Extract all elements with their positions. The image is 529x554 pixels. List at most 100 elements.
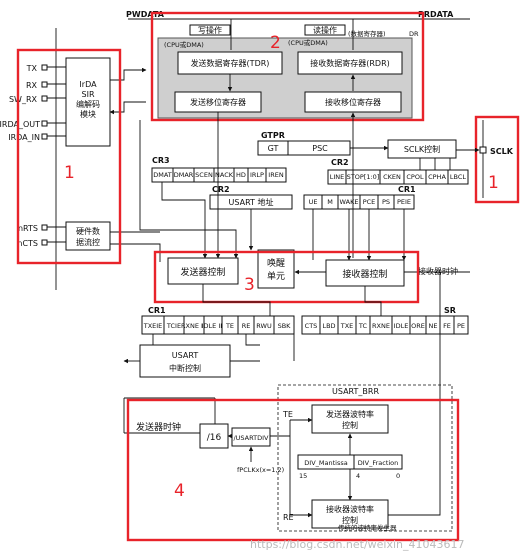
cr2-field: LINE [330, 173, 345, 181]
cr2-register: LINE STOP[1:0] CKEN CPOL CPHA LBCL [327, 169, 469, 185]
wakeup-unit-box [257, 249, 295, 289]
sclk-pin [479, 146, 487, 154]
zone-1-frame [16, 48, 122, 265]
pin-group: TX RX SW_RX IRDA_OUT IRDA_IN nRTS nCTS [0, 64, 48, 248]
cr2-field: CKEN [383, 173, 401, 181]
watermark-text: https://blog.csdn.net/weixin_41043617 [250, 538, 465, 551]
cr1b-field: TCIE [166, 322, 181, 330]
gtpr-psc-label: PSC [312, 144, 328, 153]
tx-baud-line-2: 控制 [342, 420, 358, 430]
fraction-label: DIV_Fraction [358, 459, 399, 467]
sr-field: NE [429, 322, 438, 330]
rx-baud-line-2: 控制 [342, 515, 358, 525]
tx-baud-line-1: 发送器波特率 [326, 409, 374, 419]
wakeup-line-2: 单元 [267, 270, 285, 282]
cr3-field-box [265, 167, 287, 183]
sr-field-box [453, 315, 469, 335]
flow-line-2: 据流控 [76, 237, 100, 247]
zone-3-frame [153, 250, 420, 304]
cr3-field: NACK [215, 171, 234, 179]
cr1-lower-register: TXEIE TCIE RXNE IE IDLE IE TE RE RWU SBK [141, 315, 295, 335]
pclk-label: fPCLKx(x=1,2) [237, 466, 284, 474]
data-reg-label: (数据寄存器) [348, 29, 386, 38]
cr2-address-title: CR2 [212, 185, 230, 194]
zone-2-number: 2 [270, 33, 281, 53]
cr2-title: CR2 [331, 158, 349, 167]
rx-shift-box [304, 91, 402, 113]
rx-clock-label: 接收器时钟 [418, 266, 458, 276]
irq-line-1: USART [172, 351, 199, 360]
irq-line-2: 中断控制 [169, 363, 201, 373]
zone-3-number: 3 [244, 275, 255, 295]
cr2-field: STOP[1:0] [347, 173, 380, 181]
cr3-title: CR3 [152, 156, 170, 165]
read-op-box [304, 24, 346, 36]
usart-irq-box [139, 344, 231, 378]
irda-line-3: 编解码 [76, 99, 100, 109]
irda-line-4: 模块 [80, 109, 96, 119]
zone-1-number: 1 [64, 163, 75, 183]
pin-tx-label: TX [26, 64, 38, 73]
cpu-dma-write: (CPU或DMA) [164, 40, 204, 49]
pin-irda-in [41, 133, 48, 140]
sr-field: RXNE [372, 322, 390, 330]
tdr-label: 发送数据寄存器(TDR) [191, 58, 270, 68]
write-op-label: 写操作 [198, 25, 222, 35]
tx-control-label: 发送器控制 [180, 266, 225, 278]
brr-label: USART_BRR [332, 387, 379, 396]
cr1b-field: RXNE IE [181, 322, 207, 330]
sr-field: FE [443, 322, 451, 330]
pin-irda-out-label: IRDA_OUT [0, 120, 40, 129]
pin-nrts [41, 224, 48, 231]
pin-swrx [41, 95, 48, 102]
fraction-box [353, 454, 403, 470]
cr2-field-box [447, 169, 469, 185]
div16-label: /16 [207, 433, 222, 443]
pin-ncts [41, 239, 48, 246]
pwdata-label: PWDATA [126, 10, 165, 19]
rx-control-box [325, 259, 405, 287]
sr-field: TXE [340, 322, 354, 330]
cr3-field: IREN [268, 171, 284, 179]
sclk-control-label: SCLK控制 [404, 144, 440, 154]
flow-line-1: 硬件数 [76, 226, 100, 236]
dr-label: DR [409, 30, 419, 38]
sr-field: LBD [322, 322, 335, 330]
cr1b-field: TXEIE [143, 322, 163, 330]
irda-module-box [65, 57, 111, 147]
pin-irda-out [41, 120, 48, 127]
read-op-label: 读操作 [313, 25, 337, 35]
mantissa-label: DIV_Mantissa [304, 459, 347, 467]
sr-register: CTS LBD TXE TC RXNE IDLE ORE NE FE PE [301, 315, 469, 335]
cr1a-field: PEIE [397, 198, 411, 206]
te-label: TE [282, 410, 293, 419]
irda-line-1: IrDA [79, 80, 97, 89]
sr-field: ORE [411, 322, 425, 330]
cr1b-field: SBK [278, 322, 292, 330]
cr1-upper-title: CR1 [398, 185, 416, 194]
cr1b-field: TE [225, 322, 234, 330]
cr2-field: CPOL [406, 173, 424, 181]
pin-rx [41, 81, 48, 88]
flow-control-box [65, 221, 111, 251]
cr1b-field-box [273, 315, 295, 335]
pin-irda-in-label: IRDA_IN [8, 133, 40, 142]
cr1a-field: WAKE [340, 198, 359, 206]
rdr-label: 接收数据寄存器(RDR) [310, 58, 390, 68]
cr1b-field: RWU [256, 322, 272, 330]
bit-4-label: 4 [356, 472, 360, 480]
re-label: RE [283, 513, 294, 522]
bit-0-label: 0 [396, 472, 400, 480]
cr1a-field: PCE [363, 198, 376, 206]
usartdiv-label: /USARTDIV [233, 434, 269, 442]
wakeup-line-1: 唤醒 [267, 257, 285, 269]
tx-shift-label: 发送移位寄存器 [190, 97, 246, 107]
pin-ncts-label: nCTS [17, 239, 38, 248]
zone-1-right-number: 1 [488, 173, 499, 193]
zone-2-frame [150, 11, 425, 122]
brr-dashed-frame [277, 384, 453, 532]
zone-1-right-frame [474, 115, 520, 204]
pin-swrx-label: SW_RX [9, 95, 38, 104]
cr2-field: CPHA [428, 173, 446, 181]
cr3-field: HD [236, 171, 246, 179]
